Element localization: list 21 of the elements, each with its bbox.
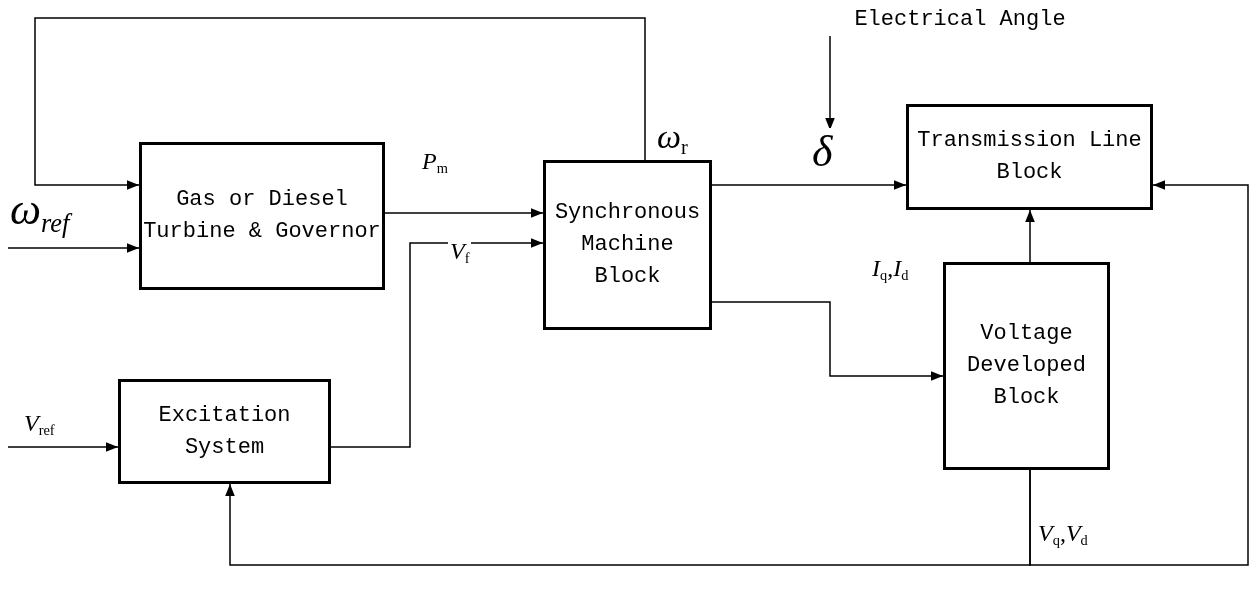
- arrow: [7, 243, 140, 253]
- block-label: Gas or Diesel Turbine & Governor: [142, 186, 382, 246]
- block-box: [118, 379, 331, 484]
- arrow: [1029, 180, 1249, 566]
- arrow: [7, 442, 119, 452]
- block-label: Synchronous Machine Block: [553, 199, 702, 291]
- arrow: [825, 35, 835, 131]
- arrow: [384, 208, 544, 218]
- block-box: [906, 104, 1153, 210]
- block-label: Transmission Line Block: [916, 127, 1143, 187]
- block-box: [943, 262, 1110, 470]
- signal-name: Electrical Angle: [854, 6, 1066, 34]
- block-label: Excitation System: [157, 401, 292, 462]
- arrow: [711, 180, 907, 190]
- block-label: Voltage Developed Block: [966, 320, 1087, 412]
- arrow: [34, 17, 646, 190]
- arrow: [330, 238, 544, 448]
- arrow: [1025, 209, 1035, 263]
- block-box: [139, 142, 385, 290]
- arrow: [711, 301, 944, 381]
- block-box: [543, 160, 712, 330]
